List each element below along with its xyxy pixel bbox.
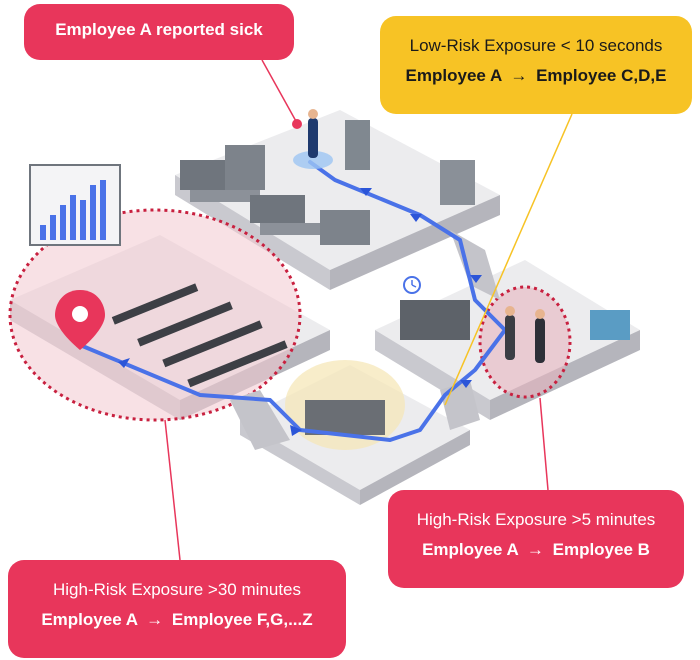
employee-a-head [308,109,318,119]
low-risk-contacts: Employee A → Employee C,D,E [380,66,692,86]
presentation-board [29,164,121,246]
employee-a-figure-b [535,318,545,363]
lower-desk [305,400,385,435]
filing-cabinet [345,120,370,170]
location-pin-icon [55,290,105,350]
path-line [78,160,507,442]
high-risk-5min-contacts: Employee A → Employee B [388,540,684,560]
meeting-zone-outline [8,208,302,422]
board-bar [100,180,106,240]
filing-cabinet [440,160,475,205]
path-arrow-icon [118,358,130,368]
connector-low [444,113,573,406]
high-risk-5min-from: Employee A [422,540,519,559]
high-risk-5min-to: Employee B [552,540,650,559]
reception-platform-front [490,330,640,420]
office-platform-front [330,195,500,290]
employee-b-zone-fill [480,287,570,397]
path-arrow-icon [360,188,372,196]
callout-high-risk-5min: High-Risk Exposure >5 minutes Employee A… [388,490,684,588]
seat-row [137,301,233,347]
path-arrow-icon [460,380,472,388]
high-risk-30min-to: Employee F,G,...Z [171,610,313,629]
audience-seats [111,283,288,388]
employee-a-head-b [535,309,545,319]
high-risk-5min-heading: High-Risk Exposure >5 minutes [416,510,656,529]
path-arrow-icon [290,425,302,436]
callout-sick-text: Employee A reported sick [55,20,263,39]
board-bar [90,185,96,240]
employee-a-start-marker [293,151,333,169]
callout-employee-sick: Employee A reported sick [24,4,294,60]
lounge-sofa [590,310,630,340]
board-bar [50,215,56,240]
cubicle-wall [320,210,370,245]
movement-path [78,160,507,442]
stairs-lower-left [230,390,290,450]
cubicle-wall [225,145,265,190]
office-furniture [180,120,630,435]
employee-b-zone [478,285,572,399]
seat-row [162,320,263,368]
low-risk-to: Employee C,D,E [536,66,667,85]
clock-icon [403,276,421,294]
callout-connectors [164,59,573,561]
employee-b-head [505,306,515,316]
connector-sick [261,59,298,124]
arrow-icon: → [526,540,544,559]
board-bar [60,205,66,240]
callout-low-risk: Low-Risk Exposure < 10 seconds Employee … [380,16,692,114]
reception-desk [400,300,470,340]
cubicle-desk [190,190,260,202]
cubicle-desk [260,223,320,235]
callout-high-risk-30min: High-Risk Exposure >30 minutes Employee … [8,560,346,658]
high-risk-30min-from: Employee A [41,610,138,629]
path-arrow-icon [470,275,482,283]
cubicle-wall [250,195,305,223]
connector-sick-dot [292,119,302,129]
employee-b-figure [505,315,515,360]
connector-30min [164,419,181,561]
seat-row [187,340,288,388]
seat-row [111,283,199,325]
connector-5min [539,397,549,491]
low-risk-heading: Low-Risk Exposure < 10 seconds [409,36,663,55]
low-risk-from: Employee A [405,66,502,85]
arrow-icon: → [146,610,164,629]
lower-platform-front [360,430,470,505]
arrow-icon: → [510,66,528,85]
board-bar [80,200,86,240]
board-bar [70,195,76,240]
employee-b-zone-outline [478,285,572,399]
high-risk-30min-heading: High-Risk Exposure >30 minutes [52,580,302,599]
high-risk-30min-contacts: Employee A → Employee F,G,...Z [8,610,346,630]
office-platform-side [175,175,330,290]
board-bar [40,225,46,240]
employee-a-figure [308,118,318,158]
path-arrow-icon [410,214,422,222]
